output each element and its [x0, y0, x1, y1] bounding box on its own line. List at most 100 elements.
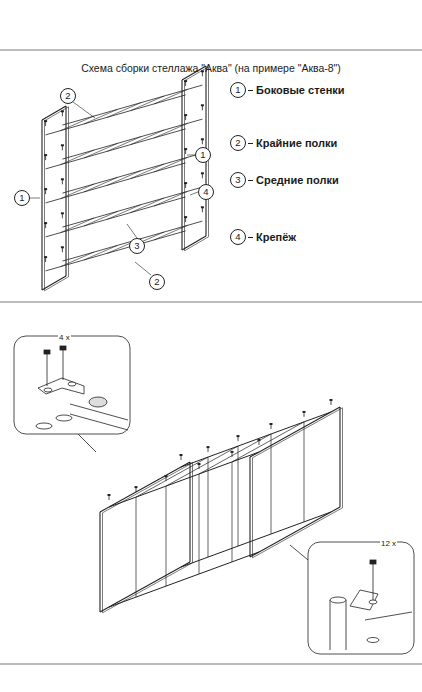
frame-bar: [107, 171, 141, 186]
frame-bar: [109, 495, 110, 500]
frame-bar: [107, 137, 141, 152]
frame-bar: [184, 81, 185, 251]
frame-bar: [185, 81, 186, 86]
frame-bar: [131, 164, 165, 179]
frame-bar: [135, 486, 138, 488]
part-name: Средние полки: [256, 173, 339, 187]
frame-bar: [238, 436, 239, 441]
frame-bar: [44, 256, 47, 258]
divider-line: [0, 50, 422, 51]
frame-bar: [61, 218, 95, 233]
callout-number: 1: [200, 150, 205, 160]
frame-bar: [131, 96, 165, 111]
quantity-label: 12 x: [380, 539, 397, 548]
part-name: Крепёж: [256, 230, 296, 244]
frame-bar: [154, 89, 188, 104]
frame-bar: [45, 121, 46, 126]
frame-bar: [232, 452, 233, 457]
frame-bar: [131, 130, 165, 145]
frame-bar: [100, 562, 190, 612]
frame-bar: [250, 407, 340, 457]
frame-bar: [108, 494, 111, 496]
frame-bar: [166, 476, 167, 481]
frame-bar: [184, 216, 187, 218]
frame-bar: [270, 423, 273, 425]
callout-number: 2: [154, 277, 159, 287]
frame-bar: [252, 458, 253, 558]
frame-bar: [185, 237, 209, 251]
frame-bar: [182, 236, 206, 250]
frame-bar: [61, 178, 64, 180]
frame-bar: [136, 457, 208, 497]
part-name: Боковые стенки: [256, 83, 345, 97]
frame-bar: [232, 462, 233, 562]
frame-bar: [44, 120, 47, 122]
frame-bar: [62, 187, 202, 227]
frame-bar: [84, 143, 118, 158]
frame-bar: [184, 114, 187, 116]
callout-number: 3: [235, 175, 240, 185]
frame-bar: [166, 486, 167, 586]
divider-line: [0, 302, 422, 303]
callout-number: 2: [149, 274, 165, 290]
frame-bar: [46, 163, 186, 203]
frame-bar: [44, 188, 47, 190]
frame-bar: [192, 463, 193, 563]
frame-bar: [99, 512, 100, 612]
frame-bar: [46, 231, 186, 271]
frame-bar: [253, 408, 343, 458]
frame-bar: [65, 106, 66, 276]
callout-number: 4: [198, 184, 214, 200]
frame-bar: [45, 277, 69, 291]
frame-bar: [45, 189, 46, 194]
frame-bar: [46, 197, 186, 237]
frame-bar: [41, 120, 42, 290]
title: Схема сборки стеллажа "Аква" (на примере…: [0, 62, 422, 74]
frame-bar: [339, 407, 340, 507]
frame-bar: [44, 222, 47, 224]
frame-bar: [154, 225, 188, 240]
frame-bar: [62, 153, 202, 193]
frame-bar: [154, 191, 188, 206]
callout-number: 4: [203, 187, 208, 197]
frame-bar: [154, 123, 188, 138]
legend-callout: 4Крепёж: [230, 229, 246, 245]
frame-bar: [136, 487, 137, 492]
frame-bar: [184, 80, 187, 82]
frame-bar: [42, 106, 66, 120]
frame-bar: [184, 182, 187, 184]
frame-bar: [45, 257, 46, 262]
detail-inset: [14, 336, 414, 654]
frame-bar: [201, 172, 204, 174]
frame-bar: [61, 150, 95, 165]
callout-number: 3: [129, 238, 145, 254]
frame-bar: [231, 451, 234, 453]
frame-bar: [61, 116, 95, 131]
frame-bar: [181, 412, 331, 467]
callout-number: 4: [235, 232, 240, 242]
frame-bar: [44, 121, 45, 291]
divider-line: [0, 664, 422, 665]
frame-bar: [154, 157, 188, 172]
frame-bar: [45, 107, 69, 121]
frame-bar: [237, 435, 240, 437]
frame-bar: [304, 422, 305, 522]
frame-bar: [109, 452, 259, 507]
frame-bar: [202, 139, 203, 144]
frame-bar: [100, 462, 190, 512]
frame-bar: [208, 447, 209, 452]
quantity-label: 4 x: [58, 333, 71, 342]
frame-bar: [62, 111, 63, 116]
frame-bar: [259, 440, 260, 445]
frame-bar: [303, 411, 306, 413]
callout-number: 1: [19, 193, 24, 203]
frame-bar: [136, 497, 137, 597]
callout-number: 1: [195, 147, 211, 163]
frame-bar: [202, 207, 203, 212]
dash-mark: [248, 237, 253, 238]
frame-bar: [330, 399, 333, 401]
frame-bar: [84, 245, 118, 260]
frame-bar: [61, 184, 95, 199]
frame-bar: [45, 155, 46, 160]
callout-number: 3: [134, 241, 139, 251]
